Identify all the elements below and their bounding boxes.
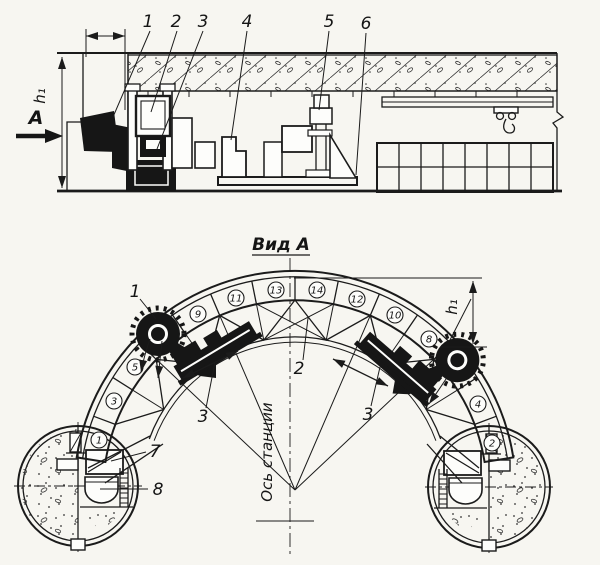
travel-arrow-left — [182, 350, 239, 379]
section-view-marker: А — [27, 107, 44, 129]
longitudinal-section: h₁ А 1 2 3 4 5 6 — [16, 12, 565, 193]
ring-band — [75, 269, 515, 464]
callout-2: 2 — [171, 12, 182, 32]
callout-2: 2 — [294, 359, 305, 379]
shield-support-wedge — [80, 111, 119, 152]
top-callouts: 1 2 3 4 5 6 — [112, 12, 372, 176]
segment-number: 12 — [351, 295, 364, 306]
bottom-h1-dimension: h₁ — [294, 277, 487, 348]
segment-number: 10 — [389, 311, 402, 322]
segment-number: 13 — [270, 286, 283, 297]
segment-number: 1 — [96, 436, 102, 447]
work-platform — [217, 176, 358, 186]
callout-3-left: 3 — [198, 407, 209, 427]
segment-stack — [376, 142, 554, 193]
swing-arrow — [139, 338, 151, 373]
pedestal-block — [221, 136, 247, 178]
motion-arrows — [139, 338, 447, 405]
segment-number: 3 — [111, 397, 117, 408]
gusset — [329, 132, 358, 179]
segment-hangers — [147, 91, 518, 97]
callout-6: 6 — [361, 14, 372, 34]
crane-hook-icon — [503, 118, 516, 134]
truss-legs — [87, 435, 480, 484]
left-running-tunnel — [14, 422, 142, 552]
station-axis: Ось станции — [256, 258, 314, 556]
top-dimensions: h₁ А — [16, 29, 126, 188]
travel-arrow-right — [332, 358, 389, 387]
callout-4: 4 — [242, 12, 253, 32]
h1-dimension-label: h₁ — [31, 88, 49, 104]
platform-equipment — [217, 94, 358, 186]
axis-label: Ось станции — [258, 402, 276, 502]
callout-8: 8 — [153, 480, 164, 500]
hoist-trolley — [493, 106, 519, 114]
bottom-callouts: 1 2 3 3 7 8 — [100, 282, 381, 500]
right-wall-break — [552, 53, 565, 191]
tunnel-erector-section — [80, 83, 216, 191]
monorail-hoist — [381, 96, 554, 134]
swing-arrow — [155, 340, 164, 379]
segment-number: 8 — [426, 335, 432, 346]
truss-spokes — [155, 315, 435, 491]
callout-5: 5 — [324, 12, 335, 32]
callout-1: 1 — [143, 12, 154, 32]
segment-number: 9 — [195, 310, 201, 321]
h1-dimension-label: h₁ — [443, 299, 461, 315]
callout-leaders — [100, 298, 381, 490]
view-a-cross-section: Вид А — [14, 235, 553, 556]
callout-3: 3 — [198, 12, 209, 32]
callout-3-right: 3 — [363, 405, 374, 425]
swing-arrow — [428, 378, 447, 405]
callout-1: 1 — [130, 282, 141, 302]
erector-machine-right — [345, 316, 487, 415]
segment-number: 2 — [489, 439, 495, 450]
segment-number: 14 — [311, 286, 324, 297]
drill-rig-head — [309, 107, 333, 125]
callout-leaders — [112, 30, 367, 176]
segment-number: 5 — [132, 363, 138, 374]
view-title: Вид А — [252, 235, 310, 255]
ring-segment-numbers: 1 3 5 9 11 13 14 12 10 8 4 2 — [90, 281, 501, 452]
segment-number: 4 — [475, 400, 481, 411]
segment-number: 11 — [230, 294, 243, 305]
callout-7: 7 — [150, 442, 161, 462]
